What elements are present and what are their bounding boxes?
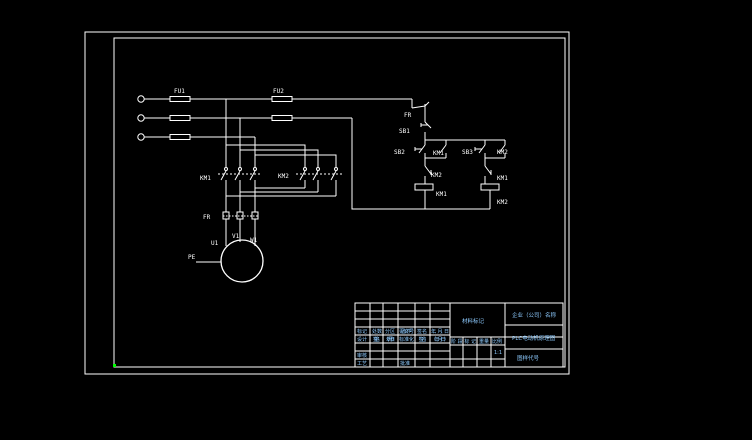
sb1-stop-button [420, 121, 432, 140]
km2-crossover [226, 144, 337, 167]
fr-nc-contact [411, 101, 430, 109]
weight-label: 重量 [479, 338, 489, 345]
label-fu1: FU1 [174, 88, 185, 95]
label-km2-hold: KM2 [497, 149, 508, 156]
grid-r3-c4: 更改文件号 [399, 328, 414, 335]
label-sb1: SB1 [399, 128, 410, 135]
grid-r4-c4: 标准化 [399, 336, 414, 343]
ctrl-return-bus [351, 118, 490, 210]
motor-leads [225, 219, 256, 246]
origin-marker [113, 364, 116, 367]
to-overload [225, 195, 256, 212]
km1-hold-contact [425, 144, 447, 159]
label-w1: W1 [250, 237, 258, 244]
grid-r6-c4: 批准 [400, 360, 410, 367]
label-v1: V1 [232, 233, 240, 240]
scale-value: 1:1 [494, 350, 502, 356]
scale-label: 比例 [492, 338, 502, 345]
km2-interlock-contact [424, 158, 432, 184]
grid-r3-c2: 处数 [372, 328, 382, 335]
drawing-code: 图样代号 [517, 354, 540, 362]
grid-r4-c2: （签名） [371, 336, 382, 343]
label-km2-coil: KM2 [497, 199, 508, 206]
fuse-fu1-c [169, 134, 191, 140]
grid-r3-c1: 标记 [357, 328, 367, 335]
ctrl-bus-taps [424, 140, 506, 145]
km1-interlock-contact [484, 158, 492, 184]
fr-thermal-elements [222, 211, 259, 220]
label-sb2: SB2 [394, 149, 405, 156]
label-km2-main: KM2 [278, 173, 289, 180]
grid-r4-c3: （年月日） [384, 336, 397, 343]
inner-frame [113, 37, 566, 368]
label-pe: PE [188, 254, 196, 261]
label-fr-main: FR [203, 214, 211, 221]
label-km1-interlock: KM1 [497, 175, 508, 182]
km1-main-contacts [218, 167, 262, 195]
fuse-fu1-a [169, 96, 191, 102]
km2-reversal-lines [226, 187, 336, 197]
grid-rows [355, 310, 450, 360]
control-circuit: FR SB1 SB2 KM1 KM2 KM1 SB3 KM2 KM1 KM2 [351, 99, 508, 210]
label-u1: U1 [211, 240, 219, 247]
motor-symbol [220, 239, 264, 283]
outer-frame [84, 31, 570, 375]
grid-r4-c5: （签名） [416, 336, 429, 343]
stage-mark-label: 阶段标记 [451, 338, 476, 345]
title-block: 材料标记 企业（公司）名称 PLC电动机原理图 图样代号 标记 处数 分区 更改… [354, 302, 564, 368]
label-fr-ctrl: FR [404, 112, 412, 119]
km2-main-contacts [296, 167, 342, 196]
label-km1-coil: KM1 [436, 191, 447, 198]
sb3-start-button [474, 144, 486, 158]
grid-r4-c6: （年月日） [431, 336, 449, 343]
material-mark: 材料标记 [462, 317, 485, 325]
km2-hold-contact [485, 144, 506, 159]
fuse-fu2-a [271, 96, 293, 102]
label-km1-hold: KM1 [433, 150, 444, 157]
company-name: 企业（公司）名称 [512, 311, 557, 319]
grid-r3-c5: 签名 [417, 328, 427, 335]
fuse-fu1-b [169, 115, 191, 121]
grid-r3-c6: 年、月、日 [431, 328, 449, 335]
crossover-taps [225, 145, 256, 156]
stage-cols [462, 337, 492, 367]
grid-cols [369, 303, 451, 367]
drawing-title: PLC电动机原理图 [512, 334, 556, 342]
label-fu2: FU2 [273, 88, 284, 95]
label-km1-main: KM1 [200, 175, 211, 182]
label-km2-interlock: KM2 [431, 172, 442, 179]
grid-r5-c1: 审核 [357, 352, 367, 359]
label-sb3: SB3 [462, 149, 473, 156]
km1-coil [414, 183, 434, 191]
sb2-start-button [414, 144, 426, 158]
fuse-fu2-b [271, 115, 293, 121]
km1-drops [225, 99, 256, 167]
grid-r6-c1: 工艺 [357, 361, 367, 367]
grid-r3-c3: 分区 [385, 328, 395, 335]
power-circuit: FU1 FU2 KM1 KM2 [137, 88, 412, 283]
grid-r4-c1: 设计 [357, 336, 367, 343]
right-rows [505, 324, 563, 350]
